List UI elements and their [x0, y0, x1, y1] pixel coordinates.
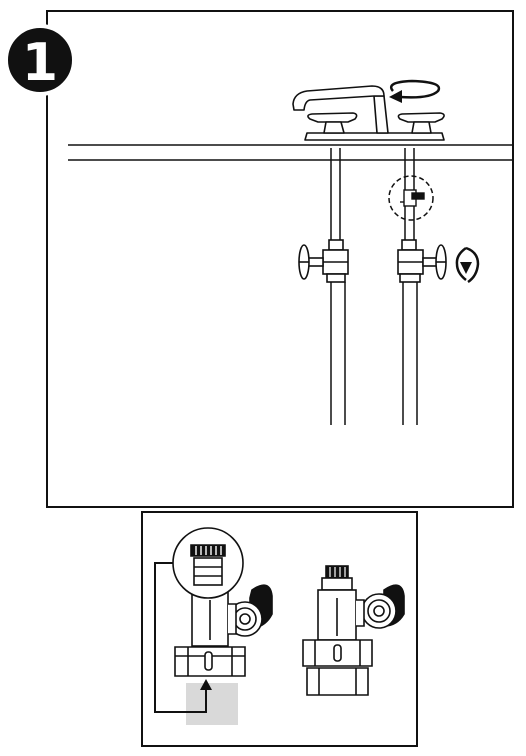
- faucet: [292, 85, 445, 141]
- supply-stub-ghost: [186, 683, 238, 725]
- supply-tube-left: [330, 148, 346, 425]
- adapter-valve-right: [302, 565, 405, 696]
- tube-coupling: [400, 189, 425, 207]
- step-number: 1: [22, 33, 58, 93]
- rotate-vertical-arrow-icon: [455, 246, 480, 284]
- detail-circle-dashed: [388, 175, 434, 221]
- shutoff-valve-left: [298, 239, 349, 283]
- shutoff-valve-right: [397, 239, 447, 283]
- rotate-clockwise-arrow-icon: [389, 79, 441, 103]
- adapter-valve-left: [172, 527, 273, 677]
- up-arrow-icon: [154, 562, 212, 713]
- step-badge: 1: [4, 24, 76, 96]
- countertop: [68, 144, 512, 161]
